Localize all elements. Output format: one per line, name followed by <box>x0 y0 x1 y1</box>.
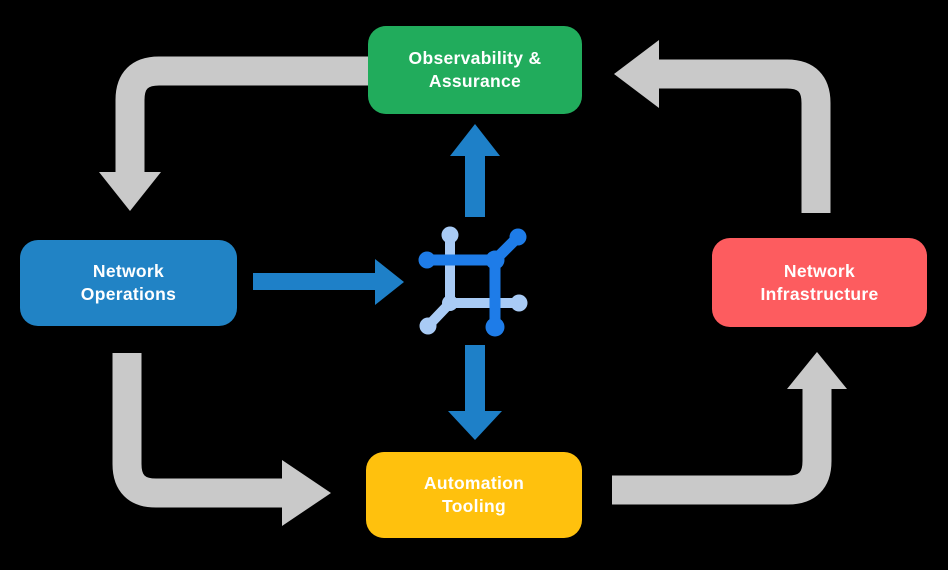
arrow-infrastructure-to-observability-head <box>614 40 659 108</box>
node-label-line: Assurance <box>428 71 522 91</box>
arrow-netops-to-automation-head <box>282 460 331 526</box>
node-label-line: Infrastructure <box>760 283 879 304</box>
arrow-automation-to-infrastructure-head <box>787 352 847 389</box>
mesh-node <box>510 294 528 312</box>
mesh-node <box>485 250 505 270</box>
mesh-node <box>485 317 505 337</box>
arrow-observability-to-netops-shaft <box>115 56 368 173</box>
gray-arrow-shafts <box>112 56 832 508</box>
node-label-line: Automation <box>423 473 525 493</box>
arrow-netops-to-core-head <box>375 259 404 305</box>
arrow-infrastructure-to-observability-shaft <box>659 59 831 213</box>
mesh-dark-nodes <box>418 228 527 337</box>
node-automation-tooling: Automation Tooling <box>366 452 582 538</box>
arrow-netops-to-core <box>253 259 404 305</box>
mesh-node <box>442 295 458 311</box>
node-label-line: Network <box>783 260 856 281</box>
node-network-operations: Network Operations <box>20 240 237 326</box>
blue-arrows <box>253 124 502 440</box>
mesh-node <box>419 317 437 335</box>
node-label-line: Observability & <box>408 48 542 68</box>
arrow-core-to-observability <box>450 124 500 217</box>
network-mesh-icon <box>418 226 528 337</box>
gray-arrow-heads <box>99 40 847 526</box>
arrow-observability-to-netops-head <box>99 172 161 211</box>
node-label-line: Tooling <box>442 496 506 516</box>
arrow-core-to-automation-head <box>448 411 502 440</box>
mesh-node <box>441 226 459 244</box>
arrow-netops-to-automation-shaft <box>112 353 282 508</box>
arrow-automation-to-infrastructure-shaft <box>612 389 832 505</box>
node-label-line: Network <box>92 261 165 281</box>
arrow-core-to-automation-shaft <box>465 345 485 412</box>
arrow-core-to-observability-shaft <box>465 154 485 217</box>
node-label-line: Operations <box>80 284 177 304</box>
arrow-core-to-observability-head <box>450 124 500 156</box>
mesh-node <box>418 251 436 269</box>
arrow-core-to-automation <box>448 345 502 440</box>
arrow-netops-to-core-shaft <box>253 273 375 290</box>
mesh-node <box>509 228 527 246</box>
node-observability-assurance: Observability & Assurance <box>368 26 582 114</box>
mesh-light-nodes <box>419 226 528 335</box>
node-network-infrastructure: Network Infrastructure <box>712 238 927 327</box>
